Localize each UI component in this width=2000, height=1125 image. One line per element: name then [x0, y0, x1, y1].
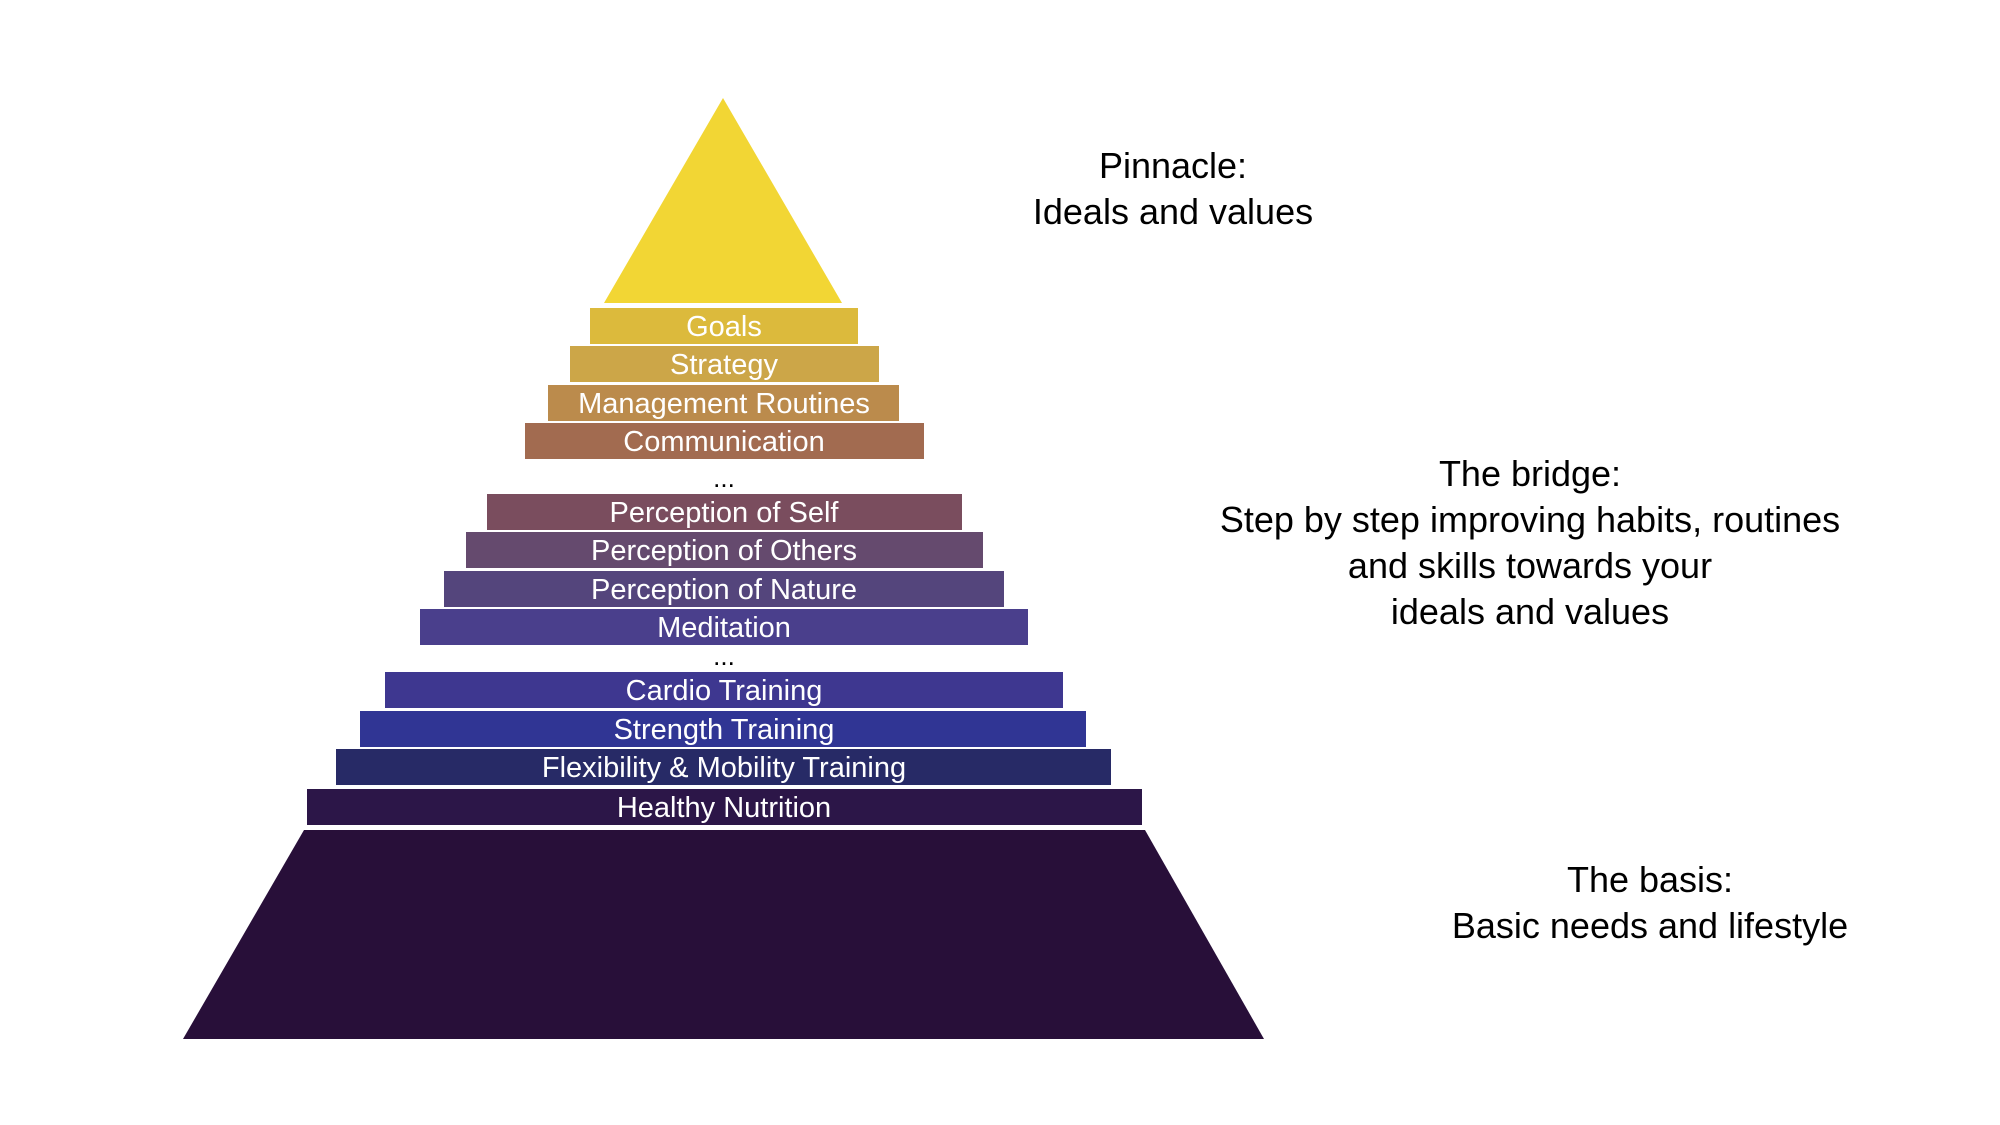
pyramid-base	[183, 830, 1264, 1039]
pyramid-step-management-routines: Management Routines	[548, 385, 899, 421]
pyramid-apex	[604, 98, 842, 303]
pyramid-step-perception-of-others: Perception of Others	[466, 532, 983, 568]
bridge-title: The bridge:	[1438, 453, 1622, 494]
step-label: Management Routines	[578, 388, 870, 420]
step-label: Strategy	[670, 349, 778, 381]
basis-label: The basis: Basic needs and lifestyle	[1430, 857, 1870, 949]
pyramid-step-meditation: Meditation	[420, 609, 1028, 645]
pyramid-step-strength-training: Strength Training	[360, 711, 1086, 747]
step-label: Communication	[623, 426, 824, 458]
pinnacle-text: Ideals and values	[1032, 191, 1314, 232]
step-label: Perception of Nature	[591, 574, 857, 606]
step-label: Perception of Others	[591, 535, 857, 567]
pinnacle-title: Pinnacle:	[1098, 145, 1248, 186]
pyramid-step-perception-of-self: Perception of Self	[487, 494, 962, 530]
step-label: Perception of Self	[610, 497, 840, 529]
step-label: Flexibility & Mobility Training	[542, 752, 906, 784]
bridge-line-1: Step by step improving habits, routines	[1219, 499, 1841, 540]
ellipsis-2: ...	[713, 641, 735, 671]
step-label: Strength Training	[614, 714, 835, 746]
bridge-line-2: and skills towards your	[1347, 545, 1713, 586]
pyramid-step-flexibility-mobility-training: Flexibility & Mobility Training	[336, 749, 1111, 785]
pyramid-step-communication: Communication	[525, 423, 924, 459]
pinnacle-label: Pinnacle: Ideals and values	[1023, 143, 1323, 235]
step-label: Cardio Training	[626, 675, 823, 707]
pyramid-step-perception-of-nature: Perception of Nature	[444, 571, 1004, 607]
step-label: Healthy Nutrition	[617, 792, 831, 824]
pyramid-step-healthy-nutrition: Healthy Nutrition	[307, 789, 1142, 825]
basis-title: The basis:	[1566, 859, 1734, 900]
bridge-line-3: ideals and values	[1390, 591, 1670, 632]
pyramid-step-strategy: Strategy	[570, 346, 879, 382]
bridge-label: The bridge: Step by step improving habit…	[1180, 451, 1880, 635]
pyramid-step-goals: Goals	[590, 308, 858, 344]
step-label: Goals	[686, 311, 762, 343]
step-label: Meditation	[657, 612, 791, 644]
pyramid-step-cardio-training: Cardio Training	[385, 672, 1063, 708]
ellipsis-1: ...	[713, 463, 735, 493]
basis-text: Basic needs and lifestyle	[1451, 905, 1849, 946]
